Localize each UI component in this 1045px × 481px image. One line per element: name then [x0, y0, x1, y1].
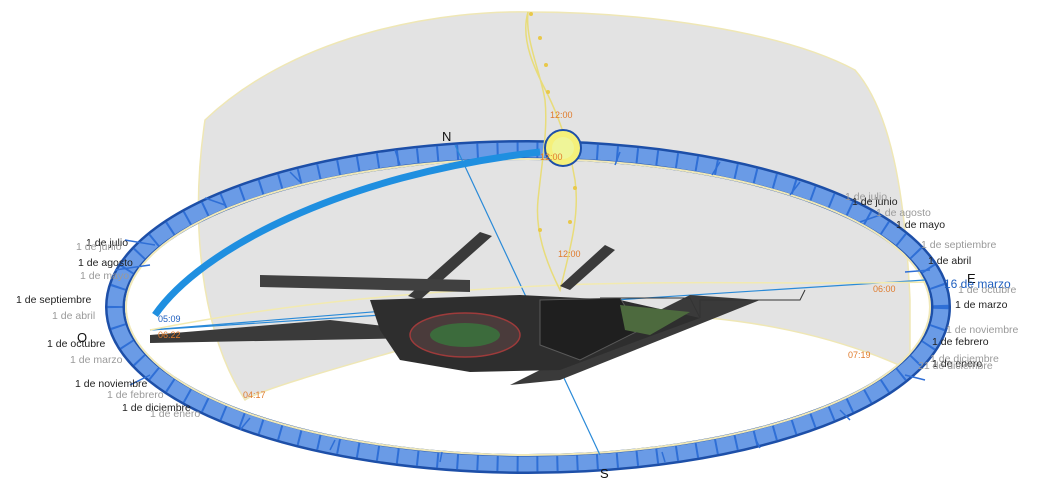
east-oct: 1 de octubre — [958, 284, 1017, 296]
east-nov: 1 de noviembre — [946, 324, 1019, 336]
west-jul: 1 de julio — [86, 237, 128, 249]
west-apr: 1 de abril — [52, 310, 95, 322]
east-sep: 1 de septiembre — [921, 239, 996, 251]
west-may: 1 de mayo — [80, 270, 129, 282]
east-may: 1 de mayo — [896, 219, 945, 231]
west-sep: 1 de septiembre — [16, 294, 91, 306]
west-nov: 1 de noviembre — [75, 378, 148, 390]
south-label: S — [600, 466, 609, 481]
west-mar: 1 de marzo — [70, 354, 123, 366]
noon-label-lower: 12:00 — [558, 249, 581, 259]
west-feb: 1 de febrero — [107, 389, 164, 401]
east-jul: 1 de julio — [845, 191, 887, 203]
sun-path-faint — [149, 281, 926, 331]
west-aug: 1 de agosto — [78, 257, 133, 269]
east-dec21: 21 de diciembre — [918, 360, 993, 372]
ring-ticks — [114, 149, 931, 463]
hour-0622: 06:22 — [158, 330, 181, 340]
hour-0719: 07:19 — [848, 350, 871, 360]
east-dec: 1 de diciembre — [930, 353, 999, 365]
site-model[interactable] — [150, 232, 806, 385]
north-label: N — [442, 129, 451, 144]
road-west — [150, 320, 420, 343]
hour-0600: 06:00 — [873, 284, 896, 294]
sun-path-arc — [152, 148, 541, 317]
east-jun: 1 de junio — [852, 196, 898, 208]
west-jun: 1 de junio — [76, 241, 122, 253]
east-jan: 1 de enero — [932, 358, 982, 370]
east-mar16: 16 de marzo — [944, 277, 1011, 291]
east-apr: 1 de abril — [928, 255, 971, 267]
east-feb: 1 de febrero — [932, 336, 989, 348]
green-area — [620, 305, 690, 335]
road-mid — [260, 275, 470, 292]
west-oct: 1 de octubre — [47, 338, 106, 350]
sun-marker[interactable] — [544, 129, 582, 167]
west-dec: 1 de diciembre — [122, 402, 191, 414]
hour-0509: 05:09 — [158, 314, 181, 324]
noon-label-sun: 12:00 — [540, 152, 563, 162]
east-label: E — [967, 271, 976, 286]
east-mar: 1 de marzo — [955, 299, 1008, 311]
west-label: O — [77, 330, 87, 345]
analemma-curve — [525, 11, 578, 293]
hour-0417: 04:17 — [243, 390, 266, 400]
noon-label-top: 12:00 — [550, 110, 573, 120]
site-outline — [600, 289, 806, 319]
road-ne — [560, 245, 615, 290]
analemma-points — [529, 12, 577, 232]
west-jan: 1 de enero — [150, 408, 200, 420]
east-aug: 1 de agosto — [876, 207, 931, 219]
